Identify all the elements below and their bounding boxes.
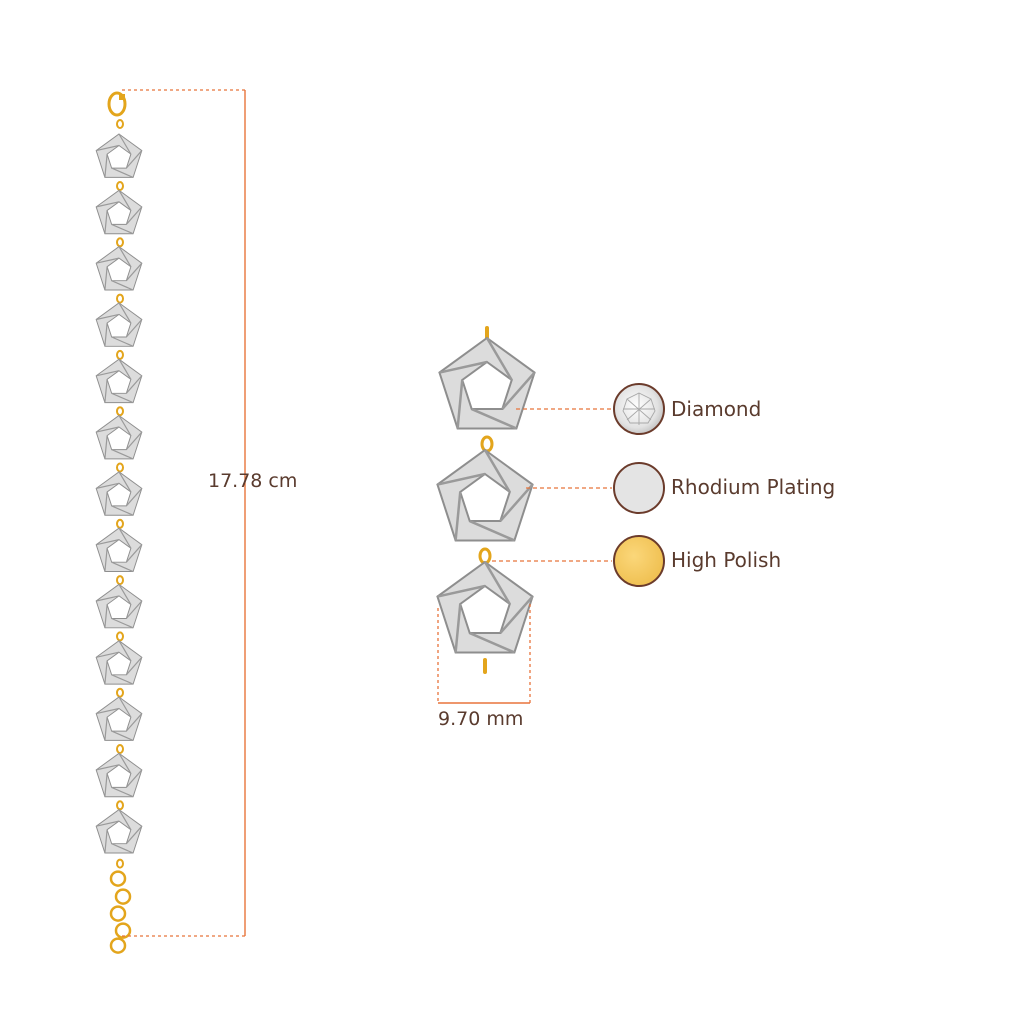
connector-link <box>116 406 124 417</box>
connector-link <box>116 237 124 248</box>
bracelet-pentagon-link <box>96 303 142 346</box>
bottom-jump-ring <box>483 658 487 674</box>
bracelet-pentagon-link <box>96 641 142 684</box>
connector-link <box>116 518 124 529</box>
diamond-icon <box>613 383 665 435</box>
extension-chain-ring <box>109 937 127 954</box>
connector-link <box>116 575 124 586</box>
legend-label-diamond: Diamond <box>671 397 762 421</box>
high-polish-swatch <box>613 535 665 587</box>
bracelet-pentagon-link <box>96 134 142 177</box>
zoomed-pentagon-link <box>439 338 534 428</box>
zoomed-links-view <box>437 326 534 674</box>
bracelet-pentagon-link <box>96 247 142 290</box>
connector-link <box>116 293 124 304</box>
legend-label-high-polish: High Polish <box>671 548 782 572</box>
bracelet-pentagon-link <box>96 416 142 459</box>
bracelet-pentagon-link <box>96 472 142 515</box>
bracelet-full-view <box>96 91 142 954</box>
bracelet-pentagon-link <box>96 359 142 402</box>
connector-link <box>116 462 124 473</box>
legend-leader-lines <box>492 408 612 562</box>
length-measurement-label: 17.78 cm <box>208 470 298 492</box>
bracelet-pentagon-link <box>96 753 142 796</box>
zoomed-pentagon-link <box>437 450 532 540</box>
bracelet-pentagon-link <box>96 697 142 740</box>
connector-link <box>116 744 124 754</box>
connector-link <box>116 858 124 869</box>
connector-link <box>116 631 124 642</box>
lobster-clasp <box>107 91 127 117</box>
legend-label-rhodium-plating: Rhodium Plating <box>671 475 836 499</box>
bracelet-pentagon-link <box>96 528 142 571</box>
zoomed-connector-link <box>480 435 494 453</box>
connector-link <box>116 687 124 698</box>
connector-link <box>116 181 124 191</box>
extension-chain-ring <box>114 888 132 905</box>
rhodium-plating-swatch <box>613 462 665 514</box>
width-measurement-label: 9.70 mm <box>438 708 524 730</box>
length-dimension <box>122 89 246 937</box>
bracelet-pentagon-link <box>96 810 142 853</box>
extension-chain-ring <box>109 905 127 922</box>
bracelet-pentagon-link <box>96 584 142 627</box>
extension-chain-ring <box>114 922 132 939</box>
connector-link <box>116 800 124 811</box>
zoomed-pentagon-link <box>437 562 532 652</box>
clasp-link <box>116 119 124 129</box>
width-dimension <box>437 604 531 704</box>
bracelet-pentagon-link <box>96 190 142 233</box>
connector-link <box>116 349 124 360</box>
extension-chain-ring <box>109 870 127 887</box>
